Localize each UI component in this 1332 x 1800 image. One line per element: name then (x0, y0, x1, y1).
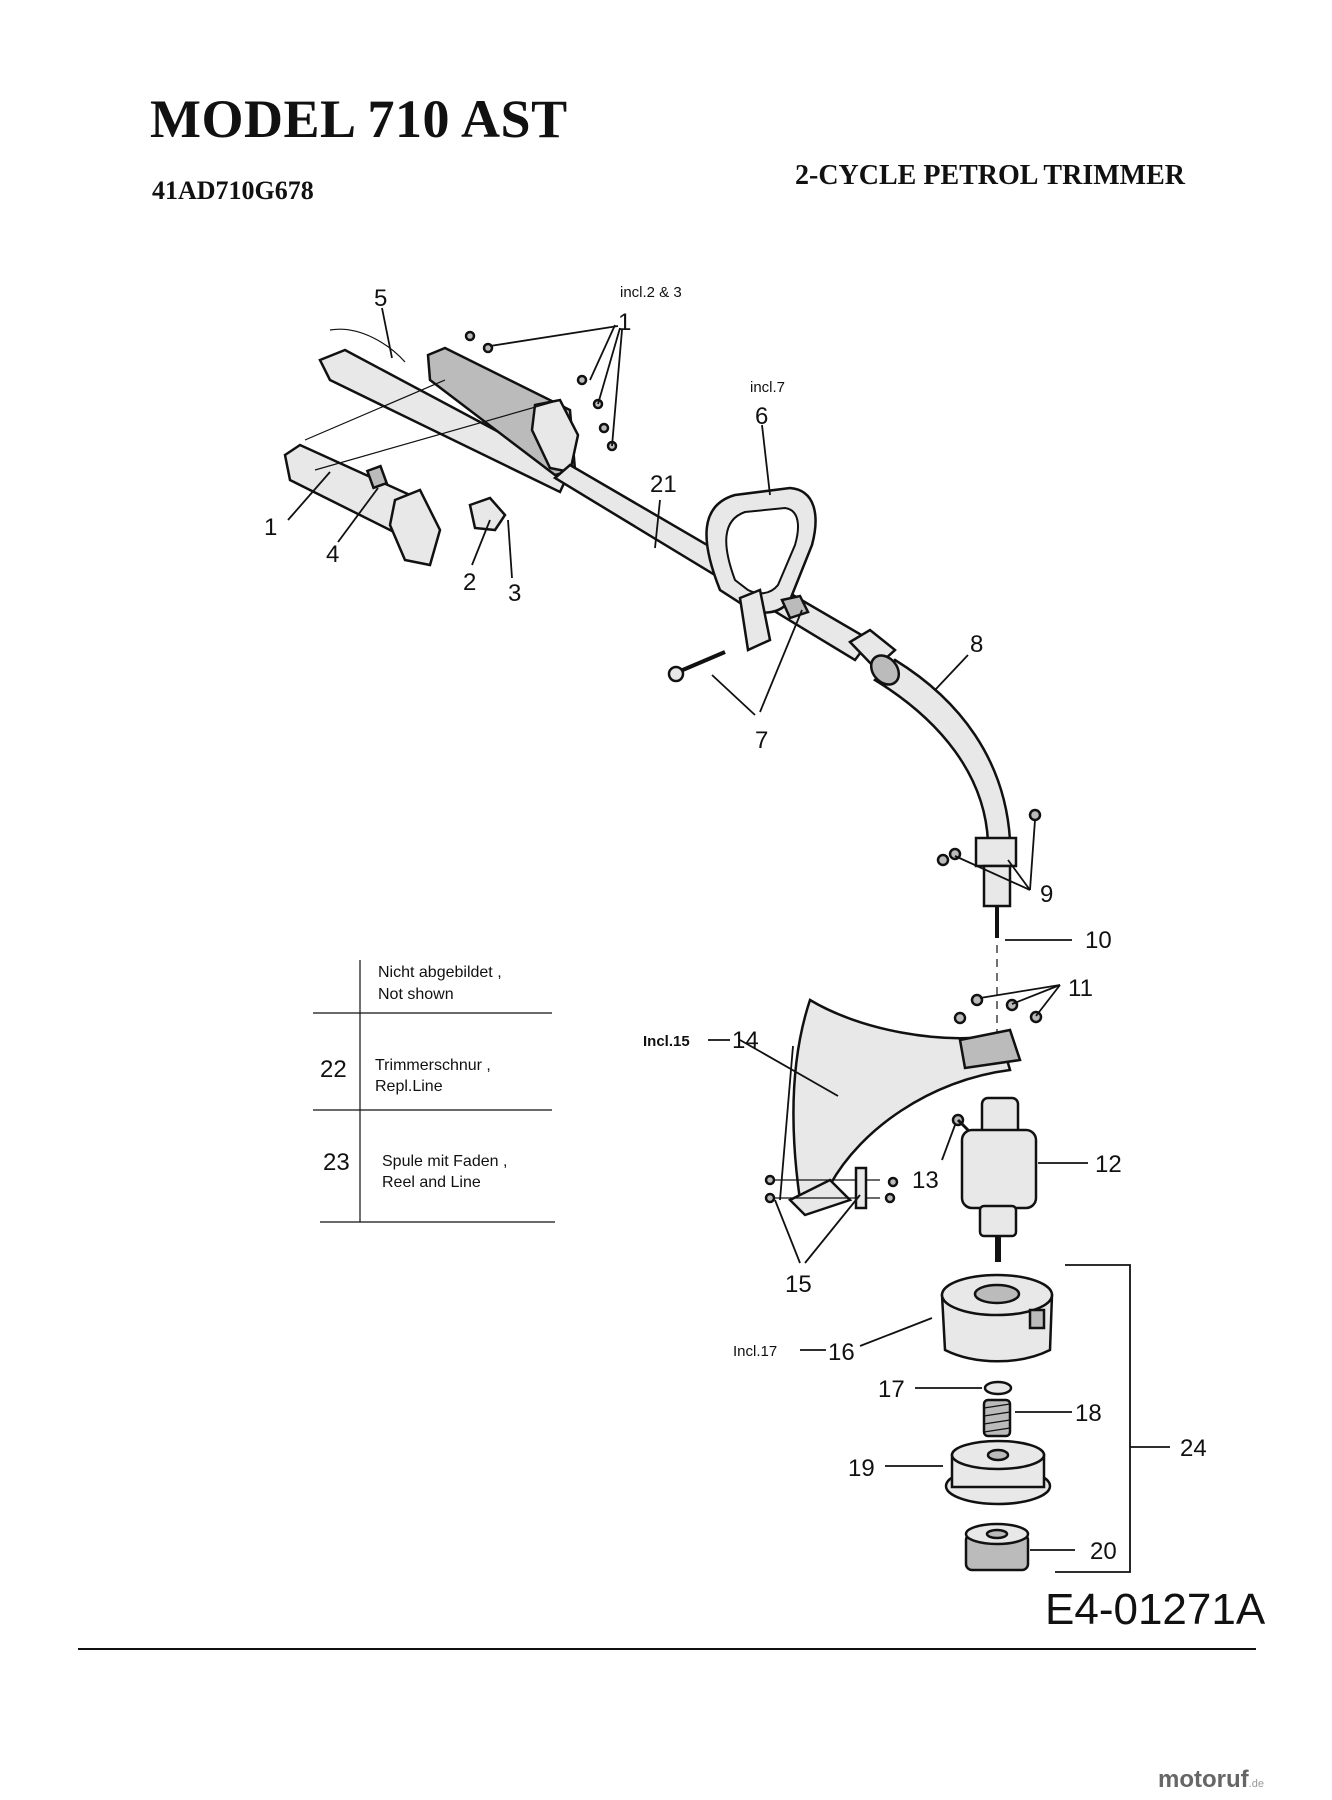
spool-housing (940, 1273, 1054, 1363)
washer (983, 1380, 1013, 1396)
note-incl-7: incl.7 (750, 379, 785, 396)
label-16: 16 (828, 1339, 855, 1366)
label-21: 21 (650, 471, 677, 498)
label-24: 24 (1180, 1435, 1207, 1462)
label-3: 3 (508, 580, 521, 607)
label-13: 13 (912, 1167, 939, 1194)
label-17: 17 (878, 1376, 905, 1403)
label-15: 15 (785, 1271, 812, 1298)
legend-row-line1: Spule mit Faden , (382, 1153, 507, 1170)
legend-row-number: 22 (320, 1056, 347, 1083)
drawing-number: E4-01271A (1045, 1585, 1266, 1634)
screws-part-1 (464, 330, 618, 452)
spring (982, 1398, 1012, 1438)
label-19: 19 (848, 1455, 875, 1482)
label-9: 9 (1040, 881, 1053, 908)
note-incl-17: Incl.17 (733, 1343, 777, 1360)
legend-row-number: 23 (323, 1149, 350, 1176)
model-number: 41AD710G678 (152, 176, 314, 205)
legend-row-line2: Repl.Line (375, 1078, 443, 1095)
label-11: 11 (1068, 975, 1093, 1002)
legend-table: Nicht abgebildet , Not shown 22 Trimmers… (313, 960, 555, 1223)
guard-screws (953, 993, 1043, 1025)
gear-head-screw (951, 1113, 970, 1132)
legend-row-line2: Reel and Line (382, 1174, 481, 1191)
label-1-top: 1 (618, 309, 631, 336)
label-10: 10 (1085, 927, 1112, 954)
label-12: 12 (1095, 1151, 1122, 1178)
label-5: 5 (374, 285, 387, 312)
label-18: 18 (1075, 1400, 1102, 1427)
product-name: 2-CYCLE PETROL TRIMMER (795, 160, 1185, 191)
bent-tube (869, 654, 1012, 844)
engine-cover-assembly (283, 328, 580, 567)
label-14: 14 (732, 1027, 759, 1054)
watermark-logo: motoruf.de (1158, 1766, 1264, 1794)
watermark-suffix: .de (1248, 1778, 1264, 1790)
guard-fasteners (764, 1166, 899, 1210)
spool (944, 1439, 1052, 1506)
label-2: 2 (463, 569, 476, 596)
watermark-text: motoruf (1158, 1766, 1249, 1793)
label-6: 6 (755, 403, 768, 430)
legend-header-line2: Not shown (378, 986, 454, 1003)
label-20: 20 (1090, 1538, 1117, 1565)
bump-knob (964, 1522, 1030, 1572)
page-title: MODEL 710 AST (150, 89, 568, 149)
label-4: 4 (326, 541, 339, 568)
legend-row-line1: Trimmerschnur , (375, 1057, 491, 1074)
handle-screw (667, 650, 726, 683)
note-incl-2-3: incl.2 & 3 (620, 284, 682, 301)
bottom-divider (78, 1648, 1256, 1650)
legend-header-line1: Nicht abgebildet , (378, 964, 502, 981)
note-incl-15: Incl.15 (643, 1033, 690, 1050)
loop-handle (705, 486, 817, 652)
label-1-left: 1 (264, 514, 277, 541)
gear-head (960, 1096, 1038, 1262)
label-7: 7 (755, 727, 768, 754)
label-8: 8 (970, 631, 983, 658)
